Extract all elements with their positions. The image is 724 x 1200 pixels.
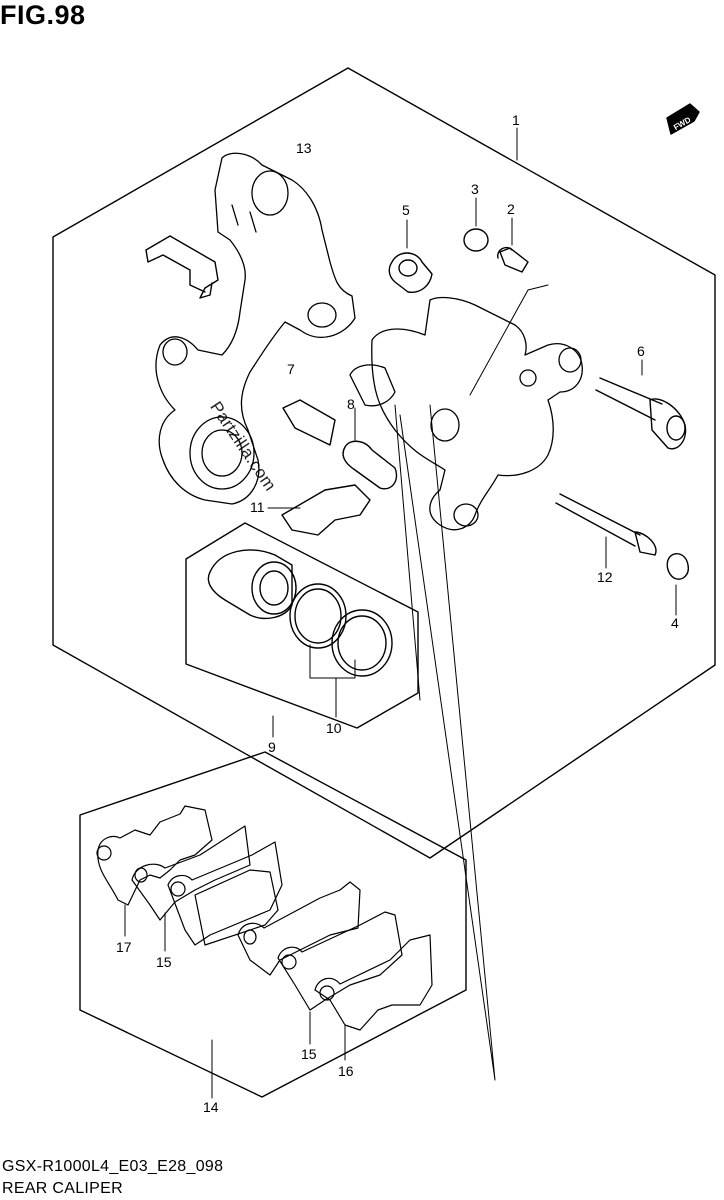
pin-boot xyxy=(388,252,433,293)
callout-labels: 1 2 3 4 5 6 7 8 9 10 11 12 13 14 15 15 1… xyxy=(116,112,693,1115)
slide-pin-upper xyxy=(595,377,687,450)
callout-7: 7 xyxy=(287,361,295,377)
slide-pin-short xyxy=(282,399,336,446)
callout-17: 17 xyxy=(116,939,132,955)
callout-1: 1 xyxy=(512,112,520,128)
callout-3: 3 xyxy=(471,181,479,197)
callout-4: 4 xyxy=(671,615,679,631)
callout-15b: 15 xyxy=(301,1046,317,1062)
pad-retainer-clip xyxy=(145,235,219,299)
figure-title: FIG.98 xyxy=(0,0,86,30)
fwd-arrow-icon xyxy=(666,103,700,135)
bleeder-valve xyxy=(497,246,529,273)
piston-seals xyxy=(289,583,393,677)
callout-12: 12 xyxy=(597,569,613,585)
pads-and-shims xyxy=(96,805,433,1031)
bleeder-cap xyxy=(463,228,489,252)
callout-6: 6 xyxy=(637,343,645,359)
pad-spring xyxy=(281,484,371,536)
slide-pin-lower xyxy=(555,493,657,556)
pin-boot-lower xyxy=(666,553,689,580)
callout-8: 8 xyxy=(347,396,355,412)
caliper-bracket xyxy=(155,152,356,505)
callout-15a: 15 xyxy=(156,954,172,970)
callout-11: 11 xyxy=(250,499,265,515)
callout-13: 13 xyxy=(296,140,312,156)
footer-section-name: REAR CALIPER xyxy=(2,1180,123,1197)
callout-16: 16 xyxy=(338,1063,354,1079)
callout-2: 2 xyxy=(507,201,515,217)
caliper-assembly-boundary xyxy=(52,67,716,859)
caliper-body xyxy=(349,296,583,531)
footer-model-code: GSX-R1000L4_E03_E28_098 xyxy=(2,1158,224,1175)
piston-kit-box xyxy=(185,522,419,729)
callout-5: 5 xyxy=(402,202,410,218)
pad-set-boundary xyxy=(79,751,467,1098)
leader-lines xyxy=(124,127,677,1099)
pad-pin xyxy=(342,440,398,490)
callout-14: 14 xyxy=(203,1099,219,1115)
piston xyxy=(207,549,297,620)
callout-10: 10 xyxy=(326,720,342,736)
callout-9: 9 xyxy=(268,739,276,755)
